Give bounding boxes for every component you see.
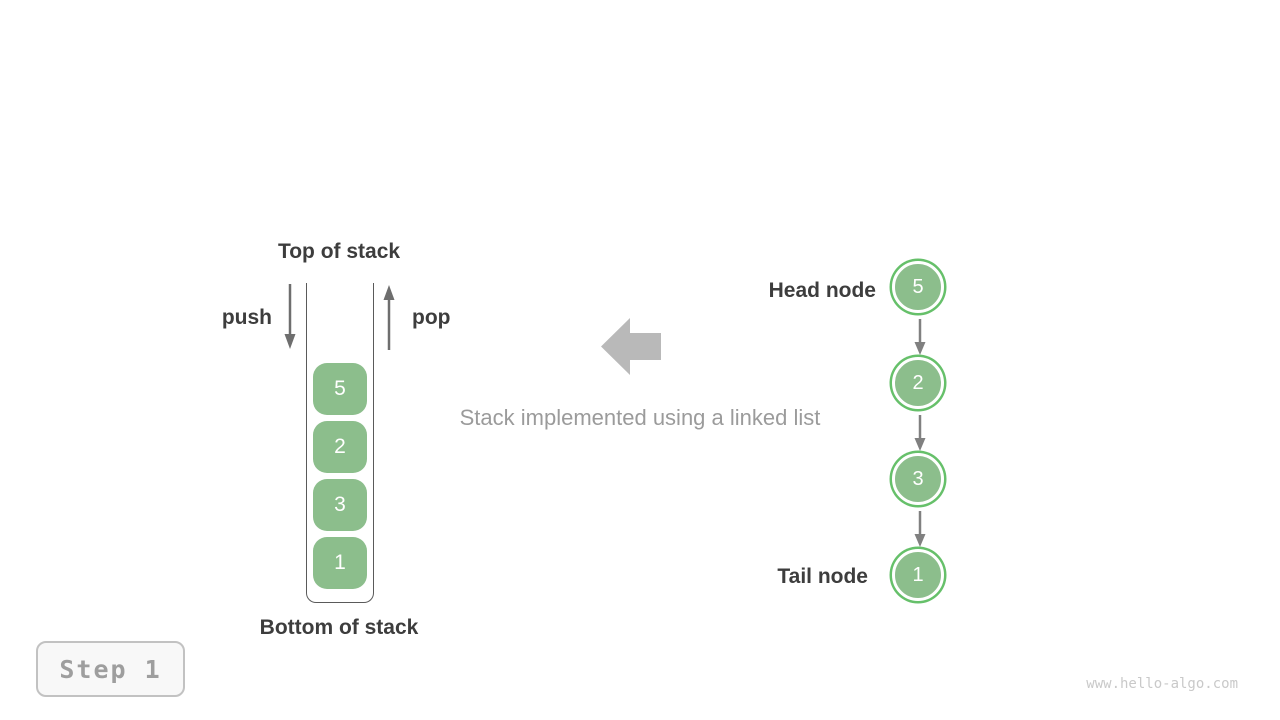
tail-node-label: Tail node	[777, 565, 868, 588]
step-badge-label: Step 1	[59, 654, 162, 684]
node-link-arrow-icon	[914, 511, 926, 547]
linked-list-node: 5	[892, 261, 944, 313]
pop-label: pop	[412, 306, 451, 329]
linked-list-node: 3	[892, 453, 944, 505]
linked-list-node: 2	[892, 357, 944, 409]
stack-bottom-label: Bottom of stack	[259, 616, 419, 639]
stack-container	[306, 283, 374, 603]
watermark: www.hello-algo.com	[1086, 676, 1238, 692]
stack-item: 5	[313, 363, 367, 415]
node-link-arrow-icon	[914, 415, 926, 451]
figure-caption: Stack implemented using a linked list	[459, 405, 821, 430]
stack-item: 2	[313, 421, 367, 473]
push-down-arrow-icon	[284, 284, 296, 349]
linked-list-node: 1	[892, 549, 944, 601]
push-label: push	[221, 306, 272, 329]
stack-item: 3	[313, 479, 367, 531]
stack-item: 1	[313, 537, 367, 589]
node-link-arrow-icon	[914, 319, 926, 355]
step-badge: Step 1	[36, 641, 185, 697]
pop-up-arrow-icon	[383, 285, 395, 350]
head-node-label: Head node	[768, 279, 876, 302]
big-left-arrow-icon	[601, 318, 661, 375]
stack-top-label: Top of stack	[277, 240, 401, 263]
